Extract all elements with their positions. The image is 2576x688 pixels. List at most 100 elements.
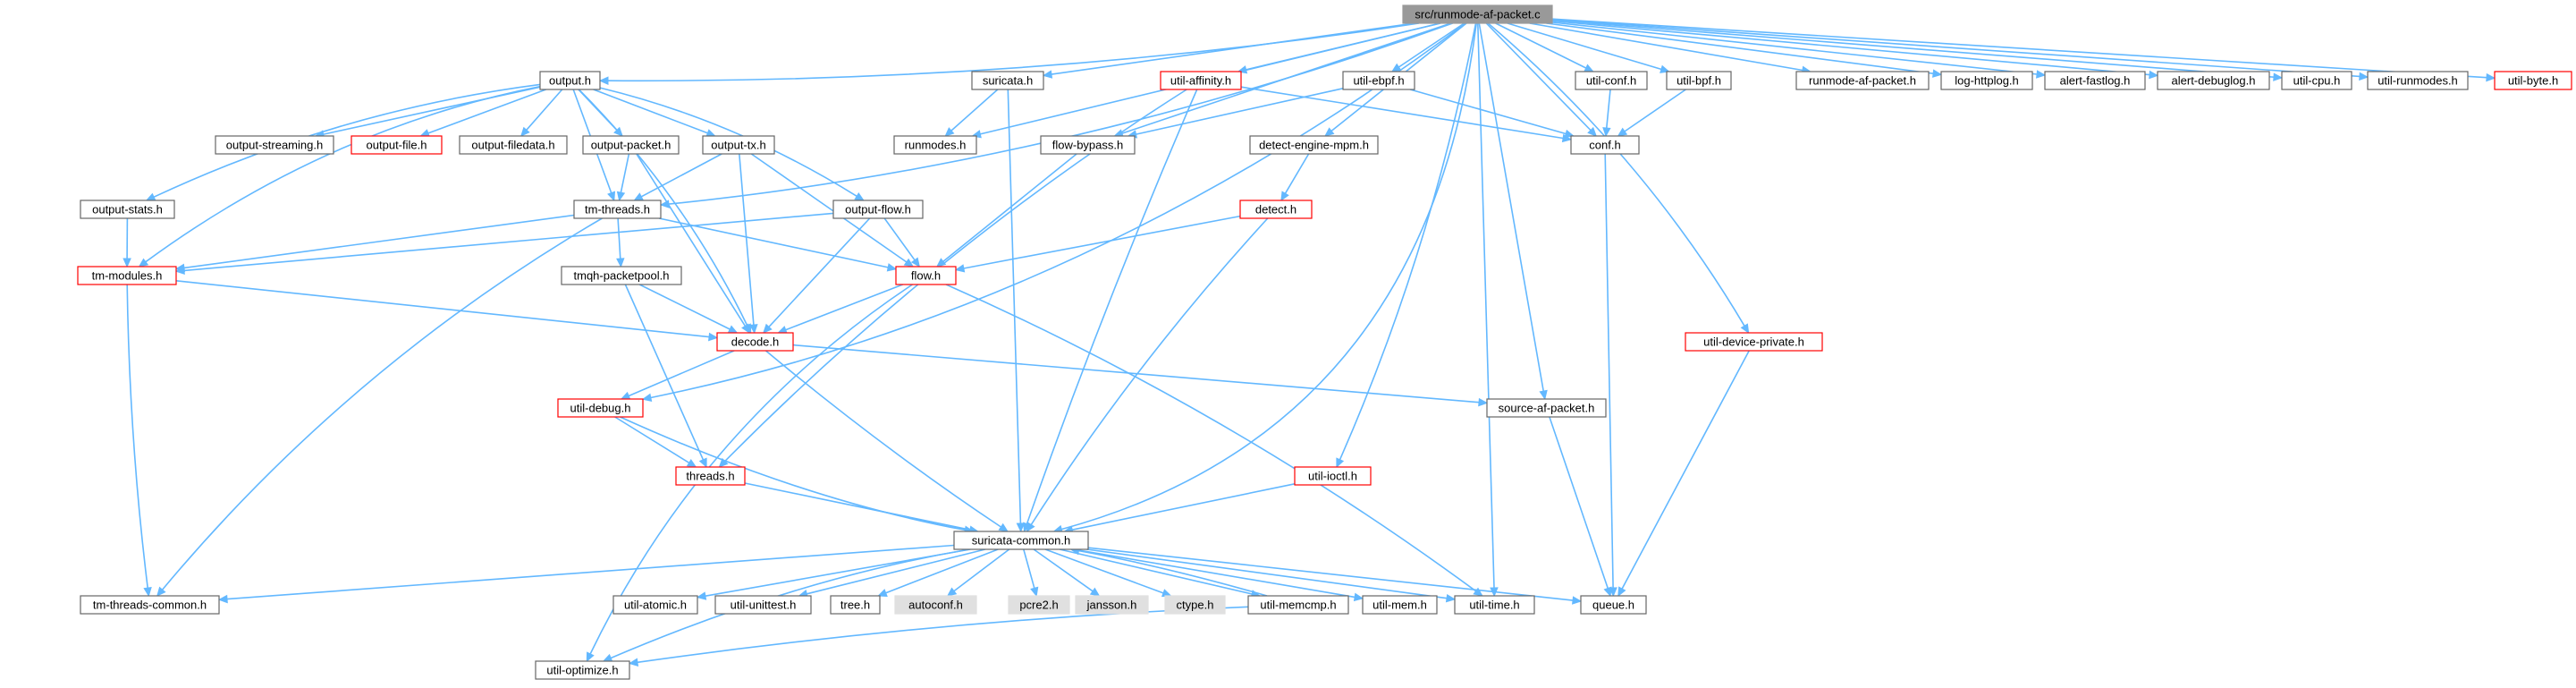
node-flow-bypass-h[interactable]: flow-bypass.h [1040, 135, 1136, 155]
node-label: util-ioctl.h [1308, 470, 1357, 483]
node-label: flow-bypass.h [1052, 139, 1123, 152]
node-decode-h[interactable]: decode.h [716, 332, 794, 352]
node-label: output-file.h [367, 139, 427, 152]
node-tm-threads-h[interactable]: tm-threads.h [573, 200, 662, 219]
node-detect-engine-mpm-h[interactable]: detect-engine-mpm.h [1249, 135, 1379, 155]
node-tm-threads-common-h[interactable]: tm-threads-common.h [80, 595, 220, 615]
node-detect-h[interactable]: detect.h [1239, 200, 1313, 219]
edge-arrowhead [886, 263, 898, 272]
node-box [1454, 595, 1535, 615]
edge-util-debug-to-threads-h [614, 416, 697, 468]
node-util-memcmp-h[interactable]: util-memcmp.h [1247, 595, 1349, 615]
node-box [2044, 71, 2146, 90]
node-threads-h[interactable]: threads.h [675, 466, 746, 486]
node-output-packet-h[interactable]: output-packet.h [582, 135, 680, 155]
node-conf-h[interactable]: conf.h [1570, 135, 1640, 155]
node-src-runmode-af-packet-c[interactable]: src/runmode-af-packet.c [1402, 4, 1553, 24]
node-util-time-h[interactable]: util-time.h [1454, 595, 1535, 615]
node-flow-h[interactable]: flow.h [895, 266, 957, 285]
edge-line [1007, 89, 1022, 524]
node-util-mem-h[interactable]: util-mem.h [1362, 595, 1438, 615]
node-alert-debuglog-h[interactable]: alert-debuglog.h [2157, 71, 2270, 90]
node-util-ebpf-h[interactable]: util-ebpf.h [1342, 71, 1415, 90]
node-box [1249, 135, 1379, 155]
edge-root-to-util-ebpf [1390, 22, 1465, 72]
node-output-flow-h[interactable]: output-flow.h [832, 200, 924, 219]
node-util-byte-h[interactable]: util-byte.h [2494, 71, 2572, 90]
edge-output-h-to-output-filedata [519, 89, 563, 137]
edge-arrowhead [122, 258, 131, 268]
node-tm-modules-h[interactable]: tm-modules.h [77, 266, 177, 285]
node-box [832, 200, 924, 219]
edge-suricata-common-to-util-memcmp [1059, 548, 1262, 599]
node-box [1402, 4, 1553, 24]
node-box [893, 135, 977, 155]
node-autoconf-h[interactable]: autoconf.h [894, 595, 977, 615]
node-pcre2-h[interactable]: pcre2.h [1008, 595, 1070, 615]
node-box [2494, 71, 2572, 90]
node-output-h[interactable]: output.h [539, 71, 601, 90]
node-runmodes-h[interactable]: runmodes.h [893, 135, 977, 155]
edge-arrowhead [1390, 63, 1402, 72]
node-util-atomic-h[interactable]: util-atomic.h [612, 595, 698, 615]
edge-suricata-common-to-util-time [1086, 548, 1457, 603]
edge-arrowhead [727, 325, 739, 334]
node-box [1239, 200, 1313, 219]
edge-suricata-h-to-runmodes-h [944, 89, 999, 137]
node-util-bpf-h[interactable]: util-bpf.h [1666, 71, 1732, 90]
node-jansson-h[interactable]: jansson.h [1075, 595, 1149, 615]
edge-util-conf-to-conf-h [1602, 89, 1611, 138]
edge-arrowhead [217, 594, 228, 604]
node-util-device-private-h[interactable]: util-device-private.h [1685, 332, 1823, 352]
node-suricata-common-h[interactable]: suricata-common.h [953, 531, 1089, 550]
edge-arrowhead [2486, 72, 2496, 82]
node-output-tx-h[interactable]: output-tx.h [702, 135, 775, 155]
edge-arrowhead [633, 192, 644, 201]
edge-flow-h-to-decode-h [777, 284, 903, 335]
node-tmqh-packetpool-h[interactable]: tmqh-packetpool.h [561, 266, 682, 285]
node-util-unittest-h[interactable]: util-unittest.h [714, 595, 812, 615]
node-alert-fastlog-h[interactable]: alert-fastlog.h [2044, 71, 2146, 90]
node-tree-h[interactable]: tree.h [830, 595, 881, 615]
edge-line [963, 215, 1241, 269]
edge-root-to-runmode-afp-h [1529, 22, 1812, 75]
node-label: output-packet.h [591, 139, 671, 152]
node-label: util-time.h [1469, 599, 1519, 612]
edge-arrowhead [143, 587, 152, 598]
edge-arrowhead [641, 393, 653, 403]
node-util-conf-h[interactable]: util-conf.h [1575, 71, 1648, 90]
node-box [561, 266, 682, 285]
edge-arrowhead [1445, 593, 1457, 603]
node-util-cpu-h[interactable]: util-cpu.h [2281, 71, 2352, 90]
edge-output-tx-to-decode-h [739, 153, 758, 335]
node-util-runmodes-h[interactable]: util-runmodes.h [2367, 71, 2469, 90]
edge-output-tx-to-flow-h [750, 153, 915, 268]
node-output-stats-h[interactable]: output-stats.h [80, 200, 175, 219]
node-ctype-h[interactable]: ctype.h [1164, 595, 1226, 615]
node-output-streaming-h[interactable]: output-streaming.h [215, 135, 334, 155]
edge-arrowhead [698, 457, 707, 469]
edge-arrowhead [519, 126, 530, 137]
node-label: runmode-af-packet.h [1809, 74, 1916, 88]
node-util-affinity-h[interactable]: util-affinity.h [1160, 71, 1242, 90]
node-label: output-flow.h [845, 203, 911, 217]
edge-root-to-source-afp [1478, 22, 1548, 401]
node-output-filedata-h[interactable]: output-filedata.h [459, 135, 568, 155]
edge-arrowhead [586, 651, 595, 663]
node-util-ioctl-h[interactable]: util-ioctl.h [1294, 466, 1372, 486]
node-runmode-af-packet-h[interactable]: runmode-af-packet.h [1795, 71, 1930, 90]
edge-arrowhead [1572, 596, 1583, 605]
node-suricata-h[interactable]: suricata.h [971, 71, 1044, 90]
edge-line [785, 284, 903, 331]
node-source-af-packet-h[interactable]: source-af-packet.h [1486, 398, 1607, 418]
node-util-debug-h[interactable]: util-debug.h [557, 398, 644, 418]
edge-root-to-util-debug [641, 22, 1466, 403]
edge-tm-threads-to-tm-threads-common [156, 217, 603, 597]
edge-util-affinity-to-conf-h [1240, 86, 1573, 143]
node-queue-h[interactable]: queue.h [1580, 595, 1647, 615]
node-log-httplog-h[interactable]: log-httplog.h [1940, 71, 2033, 90]
node-util-optimize-h[interactable]: util-optimize.h [535, 660, 630, 680]
node-box [675, 466, 746, 486]
node-output-file-h[interactable]: output-file.h [351, 135, 443, 155]
edge-line [1477, 22, 1495, 589]
